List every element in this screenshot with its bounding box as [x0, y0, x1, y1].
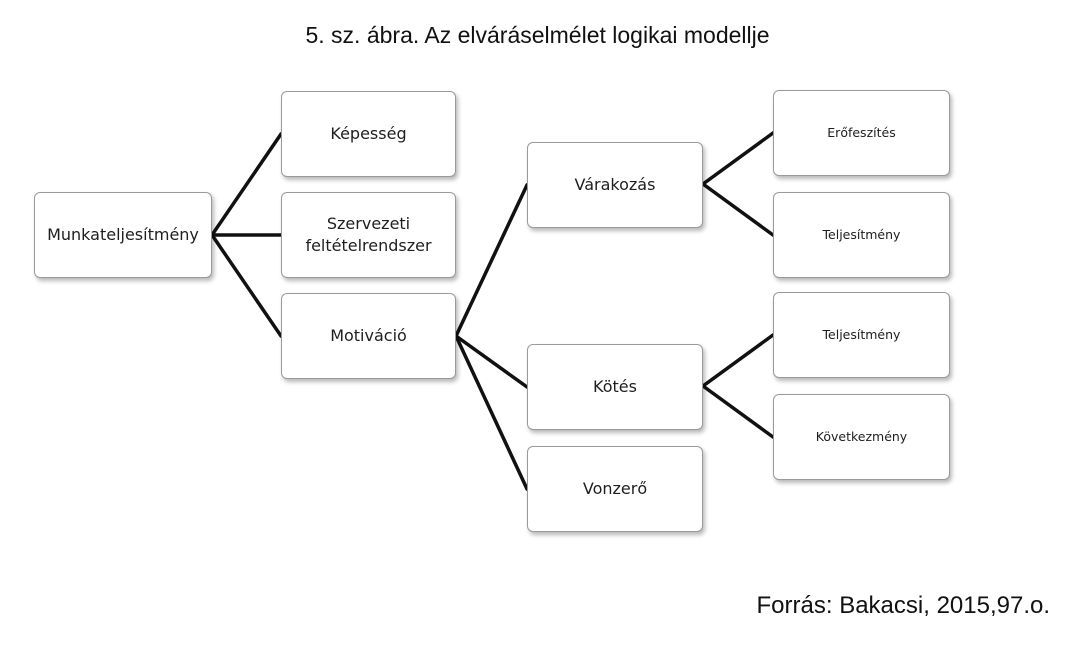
edge-root-kepesseg [210, 132, 283, 237]
figure-title: 5. sz. ábra. Az elváráselmélet logikai m… [305, 22, 770, 48]
edge-motivacio-kotes [454, 334, 529, 389]
node-erofeszites: Erőfeszítés [773, 90, 950, 176]
edge-varakozas-teljesitmeny [701, 182, 775, 237]
edge-kotes-teljesitmeny [701, 333, 775, 388]
edge-motivacio-vonzero [454, 334, 529, 491]
node-teljesitmeny-2: Teljesítmény [773, 292, 950, 378]
node-kotes: Kötés [527, 344, 703, 430]
node-kepesseg: Képesség [281, 91, 456, 177]
edge-root-motivacio [210, 233, 283, 338]
node-vonzero: Vonzerő [527, 446, 703, 532]
node-szervezeti-feltetelrendszer: Szervezeti feltételrendszer [281, 192, 456, 278]
edge-motivacio-varakozas [454, 183, 529, 338]
node-teljesitmeny-1: Teljesítmény [773, 192, 950, 278]
edge-varakozas-erofeszites [701, 131, 775, 186]
node-munkateljesitmeny: Munkateljesítmény [34, 192, 212, 278]
edge-kotes-kovetkezmeny [701, 384, 775, 439]
node-varakozas: Várakozás [527, 142, 703, 228]
node-kovetkezmeny: Következmény [773, 394, 950, 480]
node-motivacio: Motiváció [281, 293, 456, 379]
source-note: Forrás: Bakacsi, 2015,97.o. [756, 592, 1050, 619]
